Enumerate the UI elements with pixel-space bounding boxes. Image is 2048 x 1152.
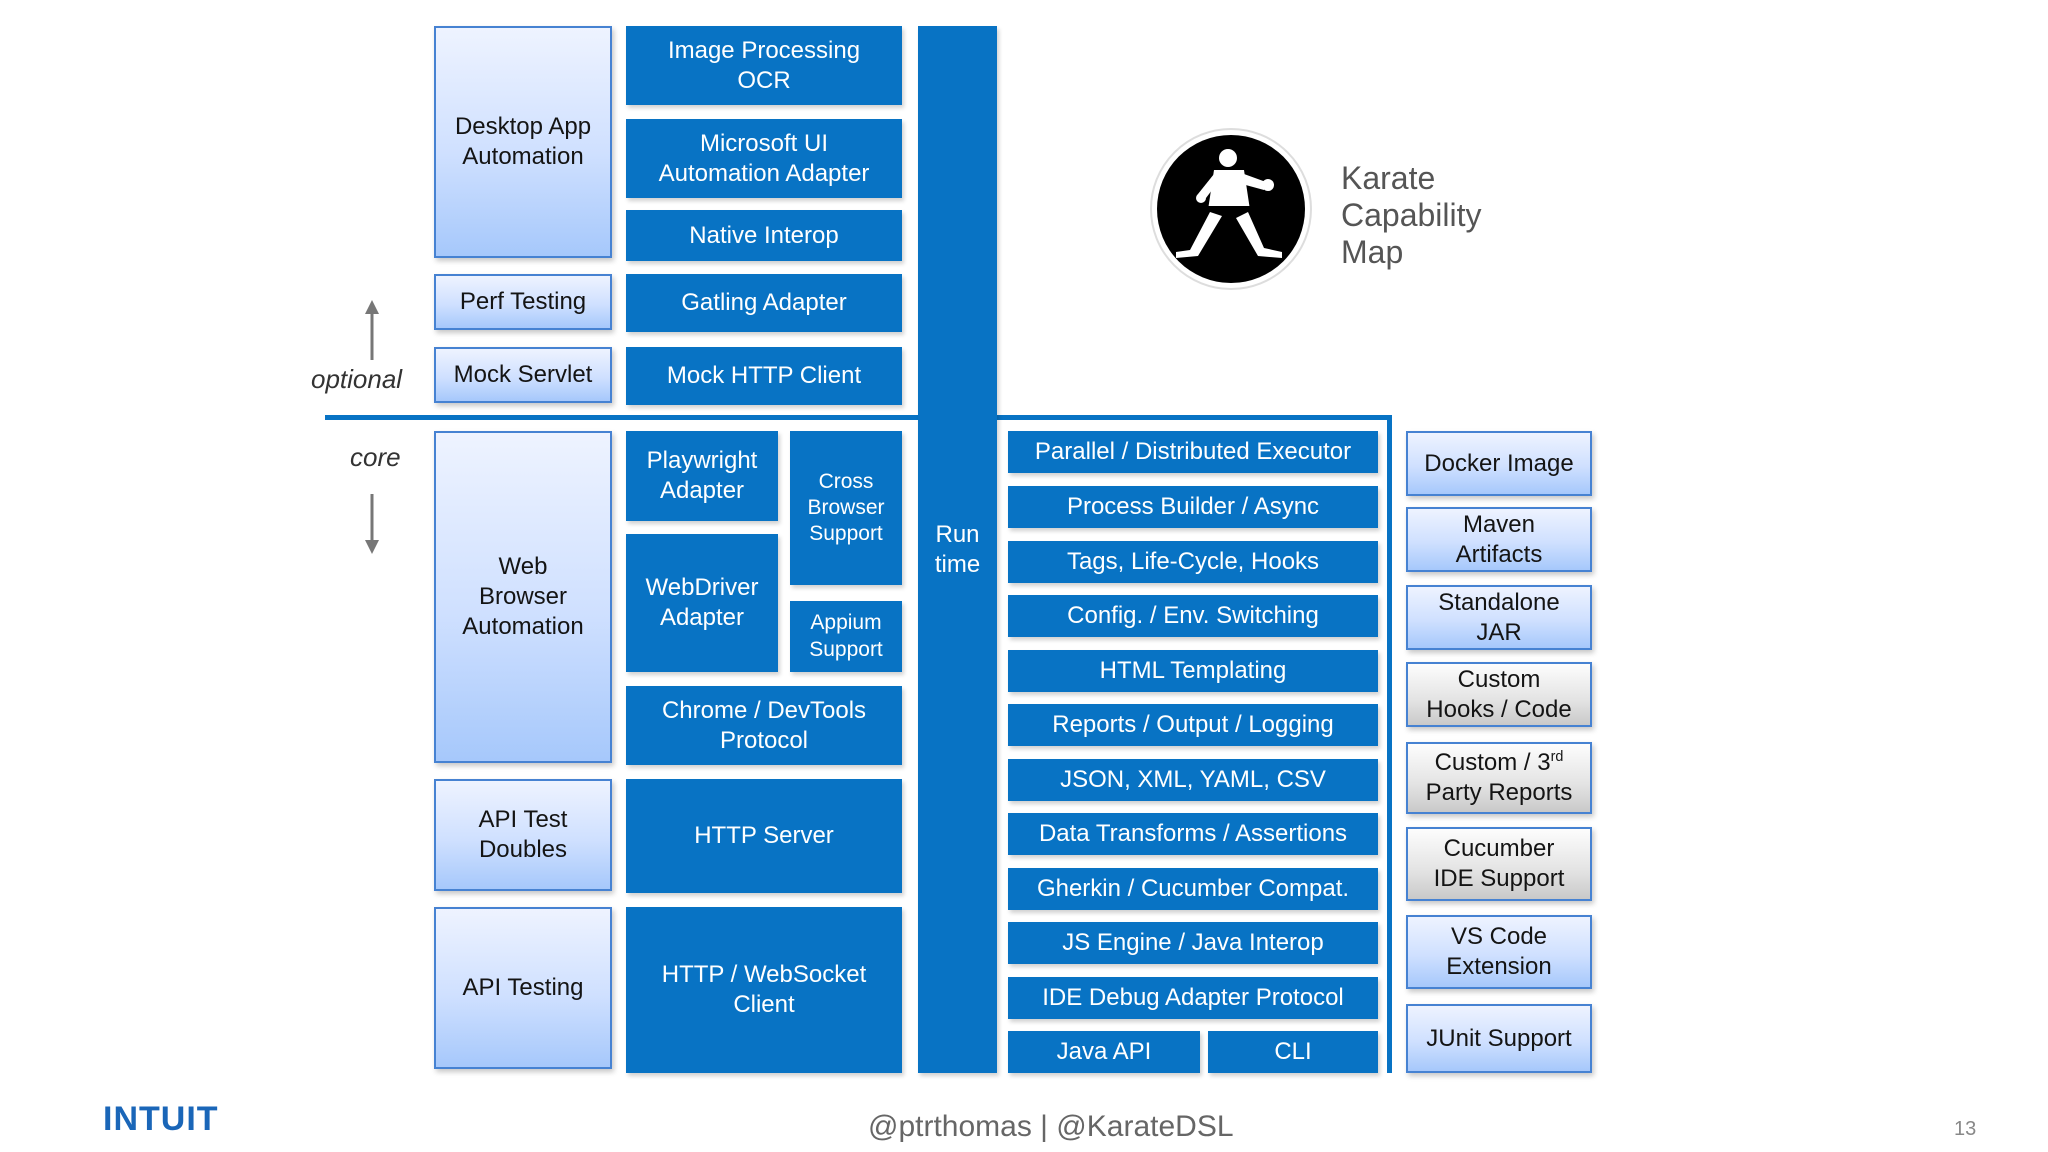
stack-item: Reports / Output / Logging [1008, 704, 1378, 746]
native-interop-box: Native Interop [626, 210, 902, 261]
standalone-jar-box: Standalone JAR [1406, 585, 1592, 650]
stack-item: Gherkin / Cucumber Compat. [1008, 868, 1378, 910]
desktop-app-automation-box: Desktop App Automation [434, 26, 612, 258]
gatling-adapter-box: Gatling Adapter [626, 274, 902, 332]
http-server-box: HTTP Server [626, 779, 902, 893]
custom-reports-superscript: rd [1550, 749, 1564, 765]
arrow-up-icon [365, 300, 379, 360]
cli-box: CLI [1208, 1031, 1378, 1073]
webdriver-adapter-box: WebDriver Adapter [626, 534, 778, 672]
stack-item: Process Builder / Async [1008, 486, 1378, 528]
stack-item: JSON, XML, YAML, CSV [1008, 759, 1378, 801]
karate-logo-icon [1150, 128, 1312, 290]
vscode-extension-box: VS Code Extension [1406, 915, 1592, 989]
optional-label: optional [311, 364, 403, 394]
page-title: Karate Capability Map [1341, 160, 1482, 270]
cucumber-ide-support-box: Cucumber IDE Support [1406, 827, 1592, 901]
docker-image-box: Docker Image [1406, 431, 1592, 496]
stack-item: Data Transforms / Assertions [1008, 813, 1378, 855]
custom-reports-text-2: Party Reports [1425, 779, 1573, 806]
stack-item: Config. / Env. Switching [1008, 595, 1378, 637]
stack-item: HTML Templating [1008, 650, 1378, 692]
web-browser-automation-box: Web Browser Automation [434, 431, 612, 763]
arrow-down-icon [365, 494, 379, 554]
core-stack-right-line [1387, 415, 1392, 1073]
core-stack-top-line [997, 415, 1392, 420]
core-label: core [350, 442, 401, 472]
stack-item: JS Engine / Java Interop [1008, 922, 1378, 964]
java-api-box: Java API [1008, 1031, 1200, 1073]
custom-hooks-box: Custom Hooks / Code [1406, 662, 1592, 727]
stack-item: Parallel / Distributed Executor [1008, 431, 1378, 473]
api-test-doubles-box: API Test Doubles [434, 779, 612, 891]
junit-support-box: JUnit Support [1406, 1004, 1592, 1073]
core-optional-divider [325, 415, 918, 420]
perf-testing-box: Perf Testing [434, 274, 612, 330]
stack-item: Tags, Life-Cycle, Hooks [1008, 541, 1378, 583]
maven-artifacts-box: Maven Artifacts [1406, 507, 1592, 572]
microsoft-ui-automation-box: Microsoft UI Automation Adapter [626, 119, 902, 198]
playwright-adapter-box: Playwright Adapter [626, 431, 778, 521]
api-testing-box: API Testing [434, 907, 612, 1069]
appium-support-box: Appium Support [790, 601, 902, 672]
intuit-logo: INTUIT [103, 1100, 219, 1138]
image-processing-ocr-box: Image Processing OCR [626, 26, 902, 105]
custom-reports-box: Custom / 3rd Party Reports [1406, 742, 1592, 814]
custom-reports-text: Custom / 3 [1434, 749, 1551, 776]
runtime-box: Run time [918, 26, 997, 1073]
mock-servlet-box: Mock Servlet [434, 347, 612, 403]
stack-item: IDE Debug Adapter Protocol [1008, 977, 1378, 1019]
page-number: 13 [1954, 1118, 1977, 1140]
footer-handles: @ptrthomas | @KarateDSL [868, 1110, 1234, 1143]
mock-http-client-box: Mock HTTP Client [626, 347, 902, 405]
chrome-devtools-protocol-box: Chrome / DevTools Protocol [626, 686, 902, 765]
cross-browser-support-box: Cross Browser Support [790, 431, 902, 585]
http-websocket-client-box: HTTP / WebSocket Client [626, 907, 902, 1073]
